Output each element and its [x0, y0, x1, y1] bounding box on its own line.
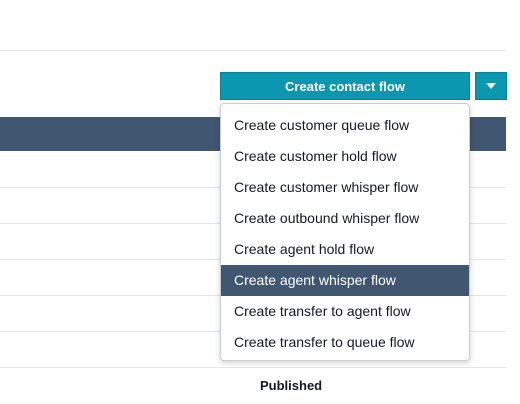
- menu-item-create-transfer-to-agent-flow[interactable]: Create transfer to agent flow: [234, 303, 411, 319]
- menu-item-create-transfer-to-queue-flow[interactable]: Create transfer to queue flow: [234, 334, 415, 350]
- row-divider: [0, 367, 506, 368]
- menu-item-create-outbound-whisper-flow[interactable]: Create outbound whisper flow: [234, 210, 420, 226]
- create-contact-flow-button[interactable]: Create contact flow: [220, 72, 470, 100]
- menu-item-create-agent-whisper-flow[interactable]: Create agent whisper flow: [221, 265, 469, 296]
- status-cell: Published: [260, 378, 323, 393]
- menu-item-create-agent-hold-flow[interactable]: Create agent hold flow: [234, 241, 375, 257]
- create-flow-options-button[interactable]: [475, 72, 507, 100]
- menu-item-create-customer-whisper-flow[interactable]: Create customer whisper flow: [234, 179, 419, 195]
- top-divider: [0, 50, 506, 51]
- menu-item-create-customer-hold-flow[interactable]: Create customer hold flow: [234, 148, 397, 164]
- create-flow-dropdown-menu: Create customer queue flow Create custom…: [220, 103, 470, 361]
- create-contact-flow-label: Create contact flow: [285, 78, 405, 94]
- menu-item-create-customer-queue-flow[interactable]: Create customer queue flow: [234, 117, 410, 133]
- caret-down-icon: [486, 83, 496, 89]
